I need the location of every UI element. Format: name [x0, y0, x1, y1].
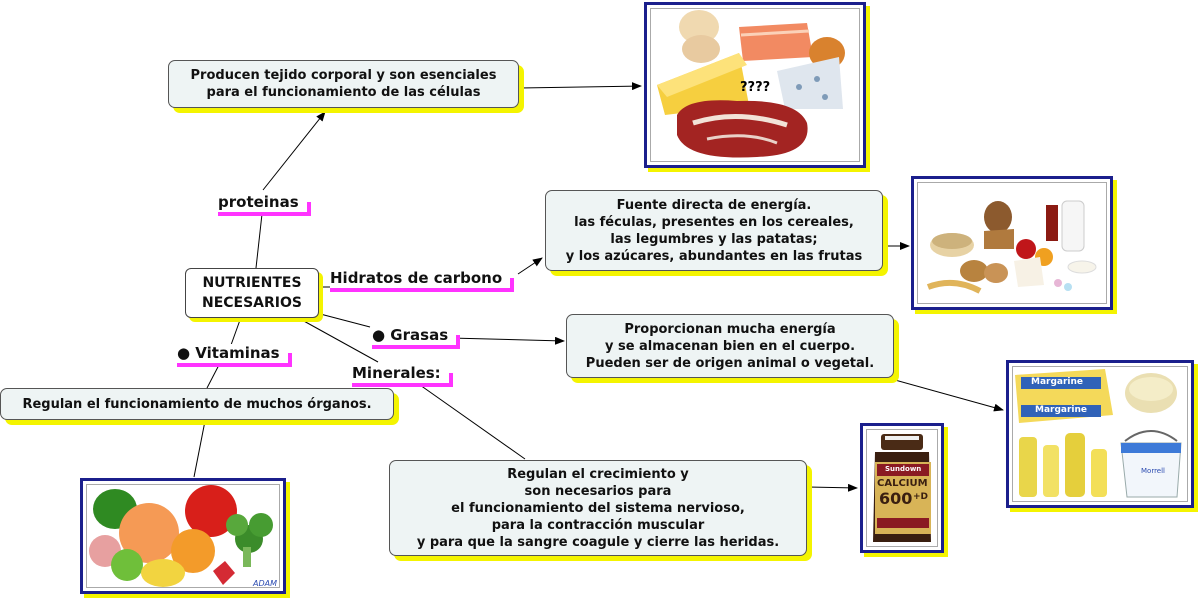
- node-line: para el funcionamiento de las células: [206, 85, 481, 100]
- calcium-suffix: +D: [913, 492, 929, 502]
- link-vitaminas-node: [206, 362, 221, 389]
- node-line: Fuente directa de energía.: [616, 197, 812, 213]
- node-line: las legumbres y las patatas;: [610, 231, 818, 247]
- node-proteinas[interactable]: Producen tejido corporal y son esenciale…: [168, 60, 519, 108]
- fats-label-top: Margarine: [1031, 377, 1084, 387]
- node-vitaminas[interactable]: Regulan el funcionamiento de muchos órga…: [0, 388, 394, 420]
- label-hidratos[interactable]: Hidratos de carbono: [330, 269, 515, 292]
- link-center-proteinas: [255, 213, 263, 269]
- center-line-1: NUTRIENTES: [202, 275, 302, 291]
- link-minerales-image: [807, 483, 858, 492]
- calcium-dose: 600: [879, 489, 913, 508]
- link-grasas-node: [449, 336, 565, 345]
- image-proteins: ????: [644, 2, 866, 168]
- vitamins-watermark: ADAM: [253, 579, 278, 588]
- carbohydrates-food-illustration: [926, 200, 1097, 294]
- label-proteinas[interactable]: proteinas: [218, 193, 311, 216]
- link-grasas-image: [894, 379, 1004, 412]
- node-line: Producen tejido corporal y son esenciale…: [190, 68, 497, 83]
- link-center-minerales: [301, 319, 379, 363]
- fats-bucket-label: Morrell: [1141, 467, 1165, 475]
- link-hidratos-node: [517, 257, 543, 275]
- node-line: y los azúcares, abundantes en las frutas: [565, 248, 863, 264]
- node-line: Regulan el funcionamiento de muchos órga…: [22, 396, 372, 412]
- node-line: el funcionamiento del sistema nervioso,: [451, 500, 745, 516]
- image-vitamins: ADAM: [80, 478, 286, 594]
- calcium-name: CALCIUM: [877, 478, 928, 489]
- label-minerales[interactable]: Minerales:: [352, 364, 453, 387]
- calcium-brand: Sundown: [885, 465, 922, 473]
- node-line: y para que la sangre coagule y cierre la…: [416, 534, 780, 550]
- image-carbohydrates: [911, 176, 1113, 310]
- node-line: las féculas, presentes en los cereales,: [574, 214, 854, 230]
- center-line-2: NECESARIOS: [201, 295, 302, 311]
- link-vitaminas-image: [193, 420, 206, 478]
- fruits-vegetables-illustration: [89, 485, 273, 587]
- node-line: son necesarios para: [524, 483, 672, 499]
- link-proteinas-image: [519, 82, 642, 91]
- label-vitaminas[interactable]: ● Vitaminas: [177, 344, 292, 367]
- node-minerales[interactable]: Regulan el crecimiento y son necesarios …: [389, 460, 807, 556]
- label-grasas[interactable]: ● Grasas: [372, 326, 461, 349]
- node-line: Proporcionan mucha energía: [624, 321, 836, 337]
- node-line: Pueden ser de origen animal o vegetal.: [585, 355, 875, 371]
- link-center-vitaminas: [230, 319, 241, 346]
- node-line: Regulan el crecimiento y: [507, 466, 689, 482]
- image-fats: Margarine Margarine Morrell: [1006, 360, 1194, 508]
- link-minerales-node: [419, 384, 526, 460]
- node-line: para la contracción muscular: [491, 517, 705, 533]
- center-node[interactable]: NUTRIENTES NECESARIOS: [185, 268, 319, 318]
- node-line: y se almacenan bien en el cuerpo.: [604, 338, 856, 354]
- node-grasas[interactable]: Proporcionan mucha energía y se almacena…: [566, 314, 894, 378]
- proteins-caption: ????: [740, 80, 771, 95]
- image-calcium: Sundown CALCIUM 600 +D: [860, 423, 944, 553]
- fats-label-bottom: Margarine: [1035, 405, 1088, 415]
- link-proteinas-node: [262, 111, 326, 191]
- node-hidratos[interactable]: Fuente directa de energía. las féculas, …: [545, 190, 883, 271]
